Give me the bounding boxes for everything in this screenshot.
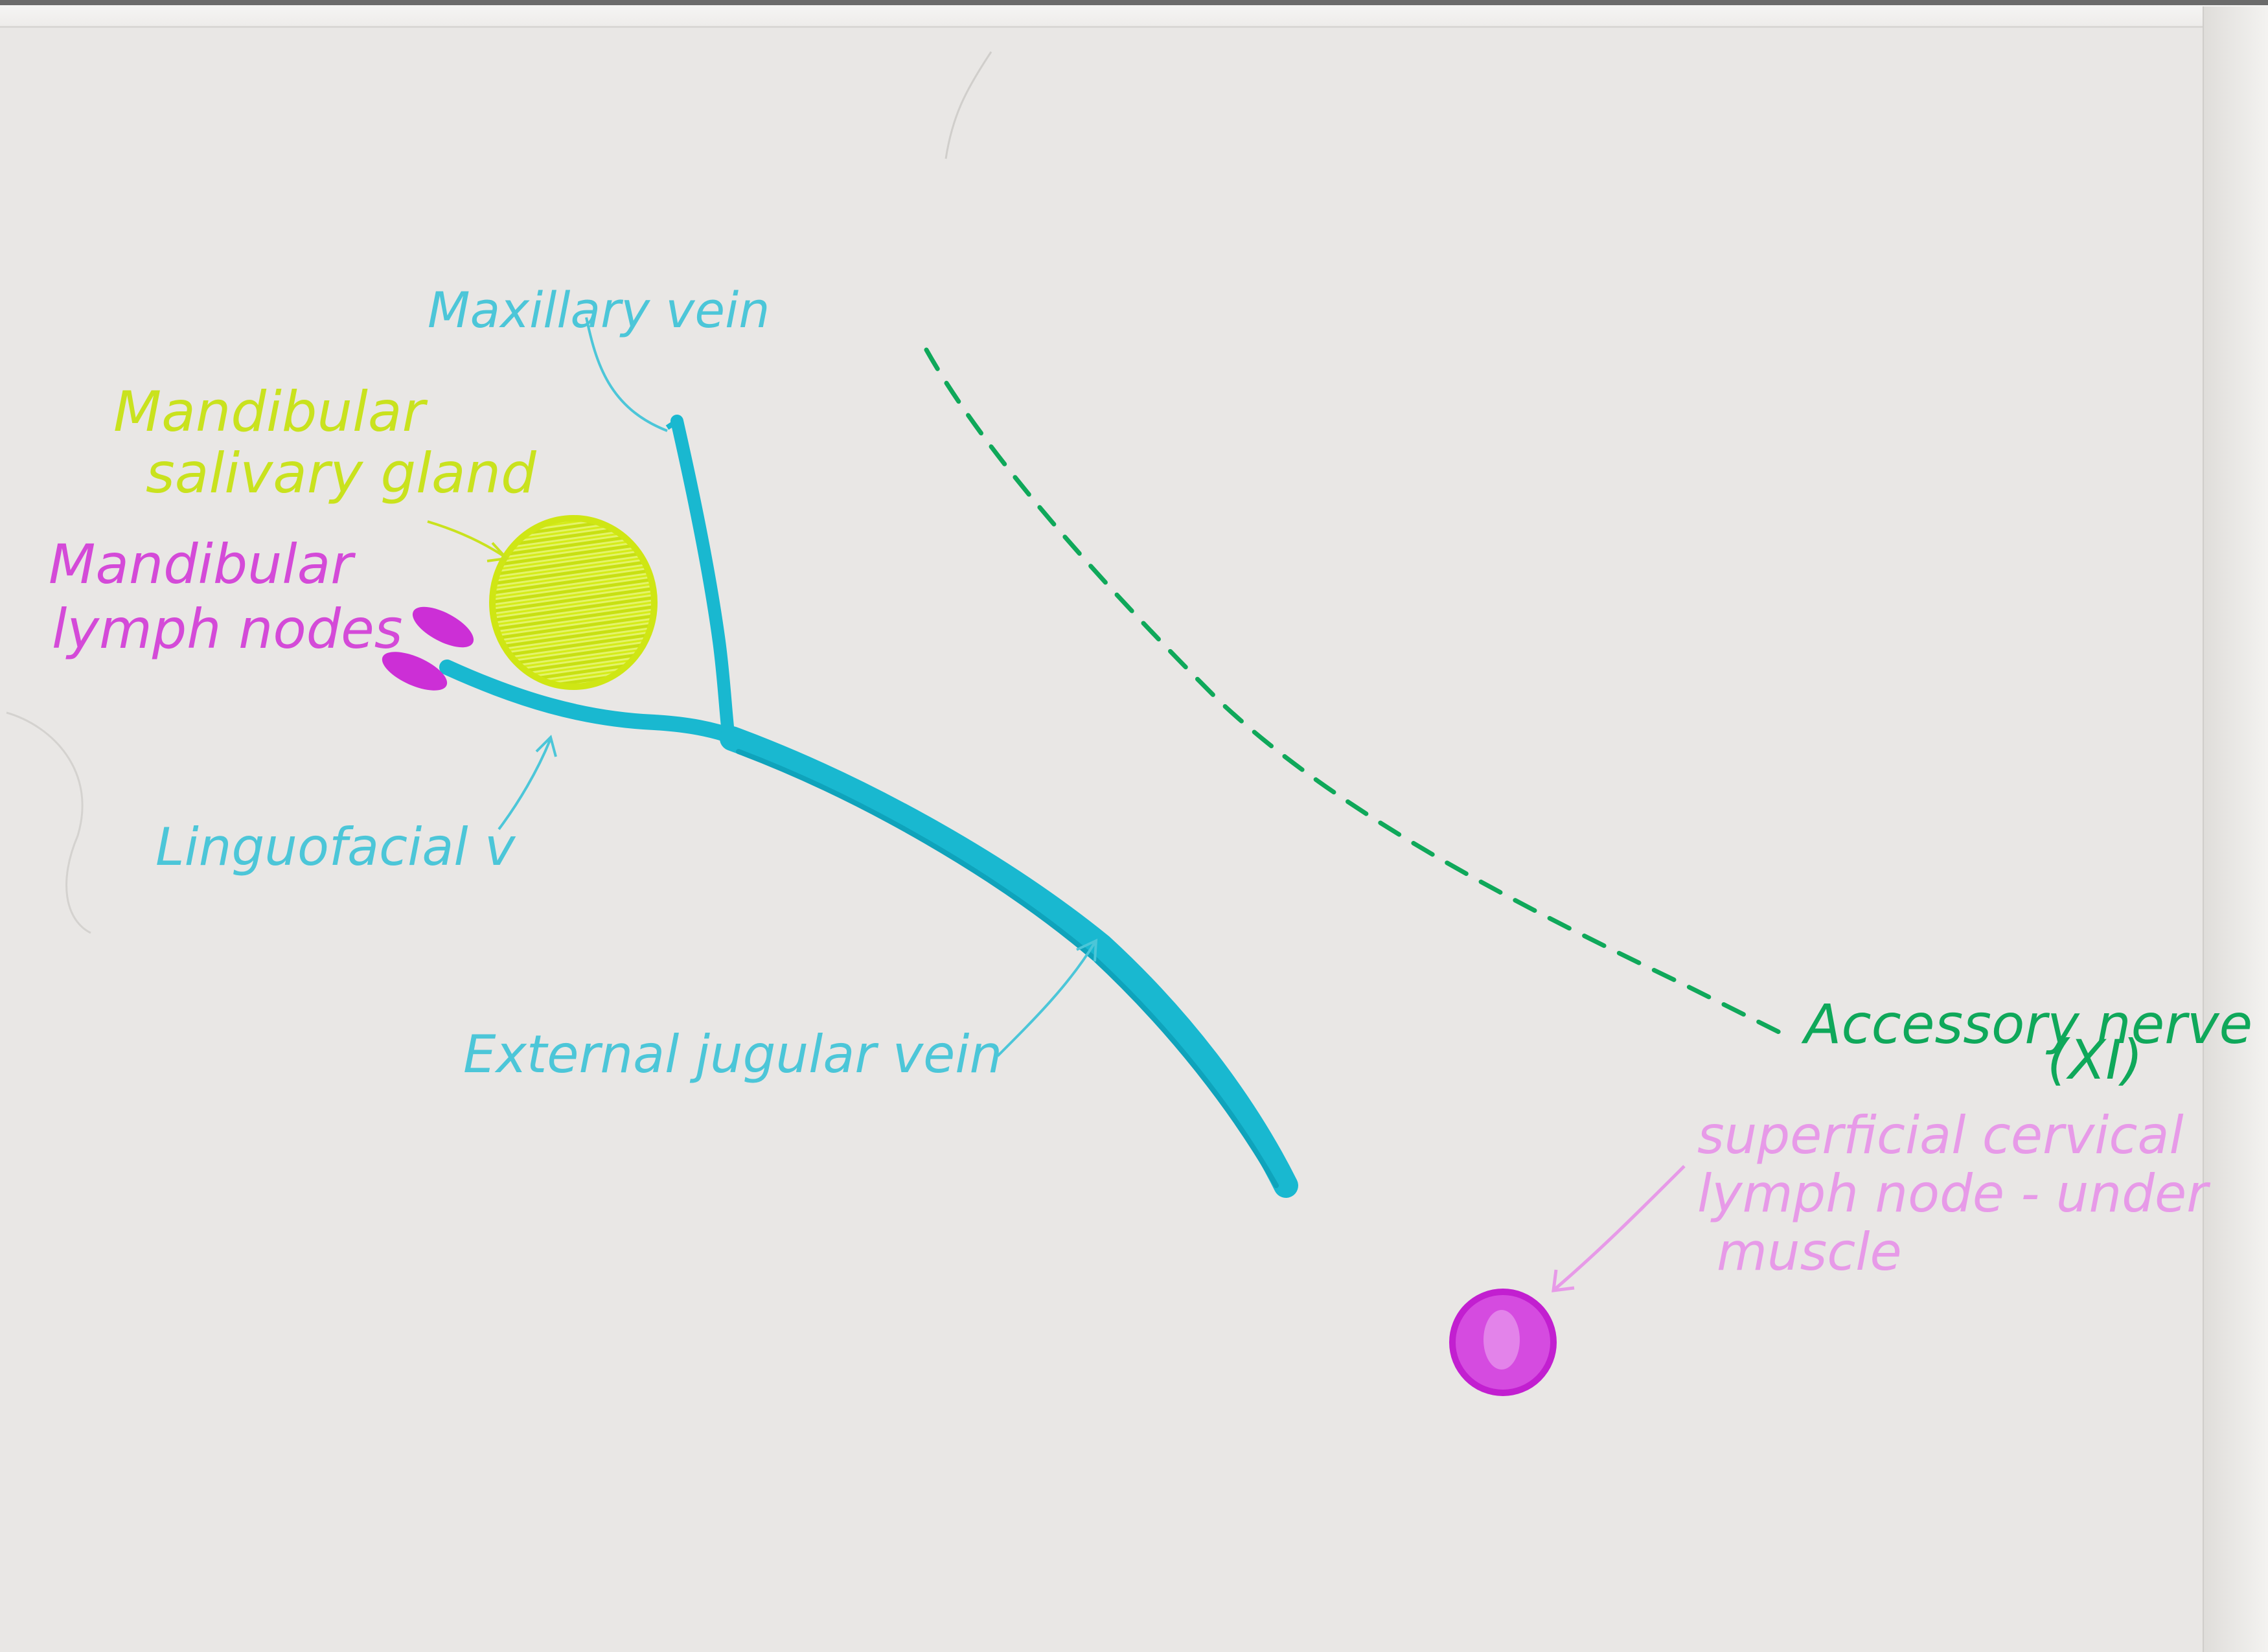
arrow-superficial-node bbox=[1552, 1165, 1686, 1292]
superficial-node-highlight bbox=[1483, 1310, 1520, 1370]
paper-crease bbox=[6, 711, 91, 934]
label-maxillary-vein: Maxillary vein bbox=[428, 281, 770, 339]
arrow-linguofacial bbox=[498, 735, 557, 831]
label-mandibular-lymph-nodes: lymph nodes bbox=[52, 597, 403, 661]
label-linguofacial-vein: Linguofacial v bbox=[155, 817, 516, 877]
mandibular-lymph-node bbox=[382, 652, 448, 691]
accessory-nerve bbox=[924, 347, 1784, 1036]
scan-dark-strip bbox=[0, 0, 2268, 5]
label-accessory-nerve: (XI) bbox=[2047, 1028, 2143, 1092]
linguofacial-vein bbox=[439, 660, 746, 746]
arrow-external-jugular bbox=[996, 938, 1098, 1057]
mandibular-salivary-gland bbox=[489, 515, 658, 690]
mandibular-lymph-node bbox=[412, 606, 474, 648]
label-external-jugular-vein: External jugular vein bbox=[463, 1024, 1002, 1084]
paper-right-edge bbox=[2203, 6, 2268, 1652]
label-mandibular-salivary-gland: Mandibular bbox=[113, 380, 428, 444]
external-jugular-vein bbox=[720, 726, 1298, 1198]
paper-crease bbox=[945, 51, 992, 159]
label-mandibular-salivary-gland: salivary gland bbox=[146, 441, 536, 506]
arrow-gland bbox=[427, 520, 510, 562]
label-mandibular-lymph-nodes: Mandibular bbox=[49, 533, 356, 596]
label-superficial-cervical-lymph-node: lymph node - under bbox=[1697, 1164, 2211, 1224]
maxillary-vein-tip bbox=[665, 417, 686, 434]
external-jugular-vein-edge bbox=[736, 749, 1279, 1188]
maxillary-vein bbox=[670, 415, 735, 745]
label-superficial-cervical-lymph-node: superficial cervical bbox=[1697, 1105, 2184, 1165]
label-accessory-nerve: Accessory nerve bbox=[1801, 992, 2252, 1056]
label-superficial-cervical-lymph-node: muscle bbox=[1717, 1222, 1902, 1282]
arrow-maxillary bbox=[585, 317, 668, 432]
